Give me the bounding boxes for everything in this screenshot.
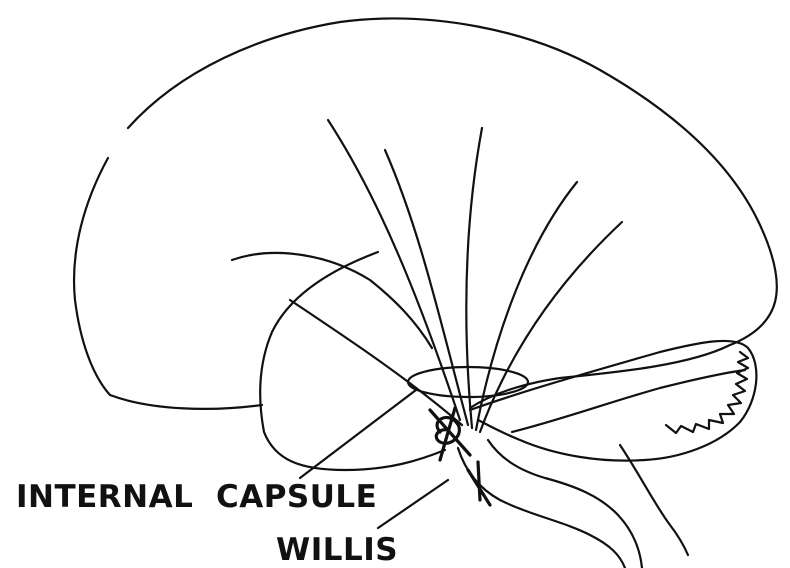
fiber-1: [328, 120, 460, 420]
brainstem-anterior: [458, 448, 625, 568]
sylvian-fissure: [232, 253, 432, 348]
fiber-4: [476, 182, 577, 430]
fiber-6: [290, 300, 462, 425]
spinal-cord: [620, 445, 688, 555]
willis-leader: [378, 480, 448, 528]
frontal-lobe-outline: [74, 158, 262, 409]
cerebrum-outline: [128, 19, 777, 408]
willis-label: WILLIS: [276, 532, 398, 568]
fiber-3: [466, 128, 482, 428]
internal-capsule-label: INTERNAL CAPSULE: [16, 479, 377, 515]
cerebellum-folia: [666, 352, 748, 433]
fiber-2: [385, 150, 468, 425]
